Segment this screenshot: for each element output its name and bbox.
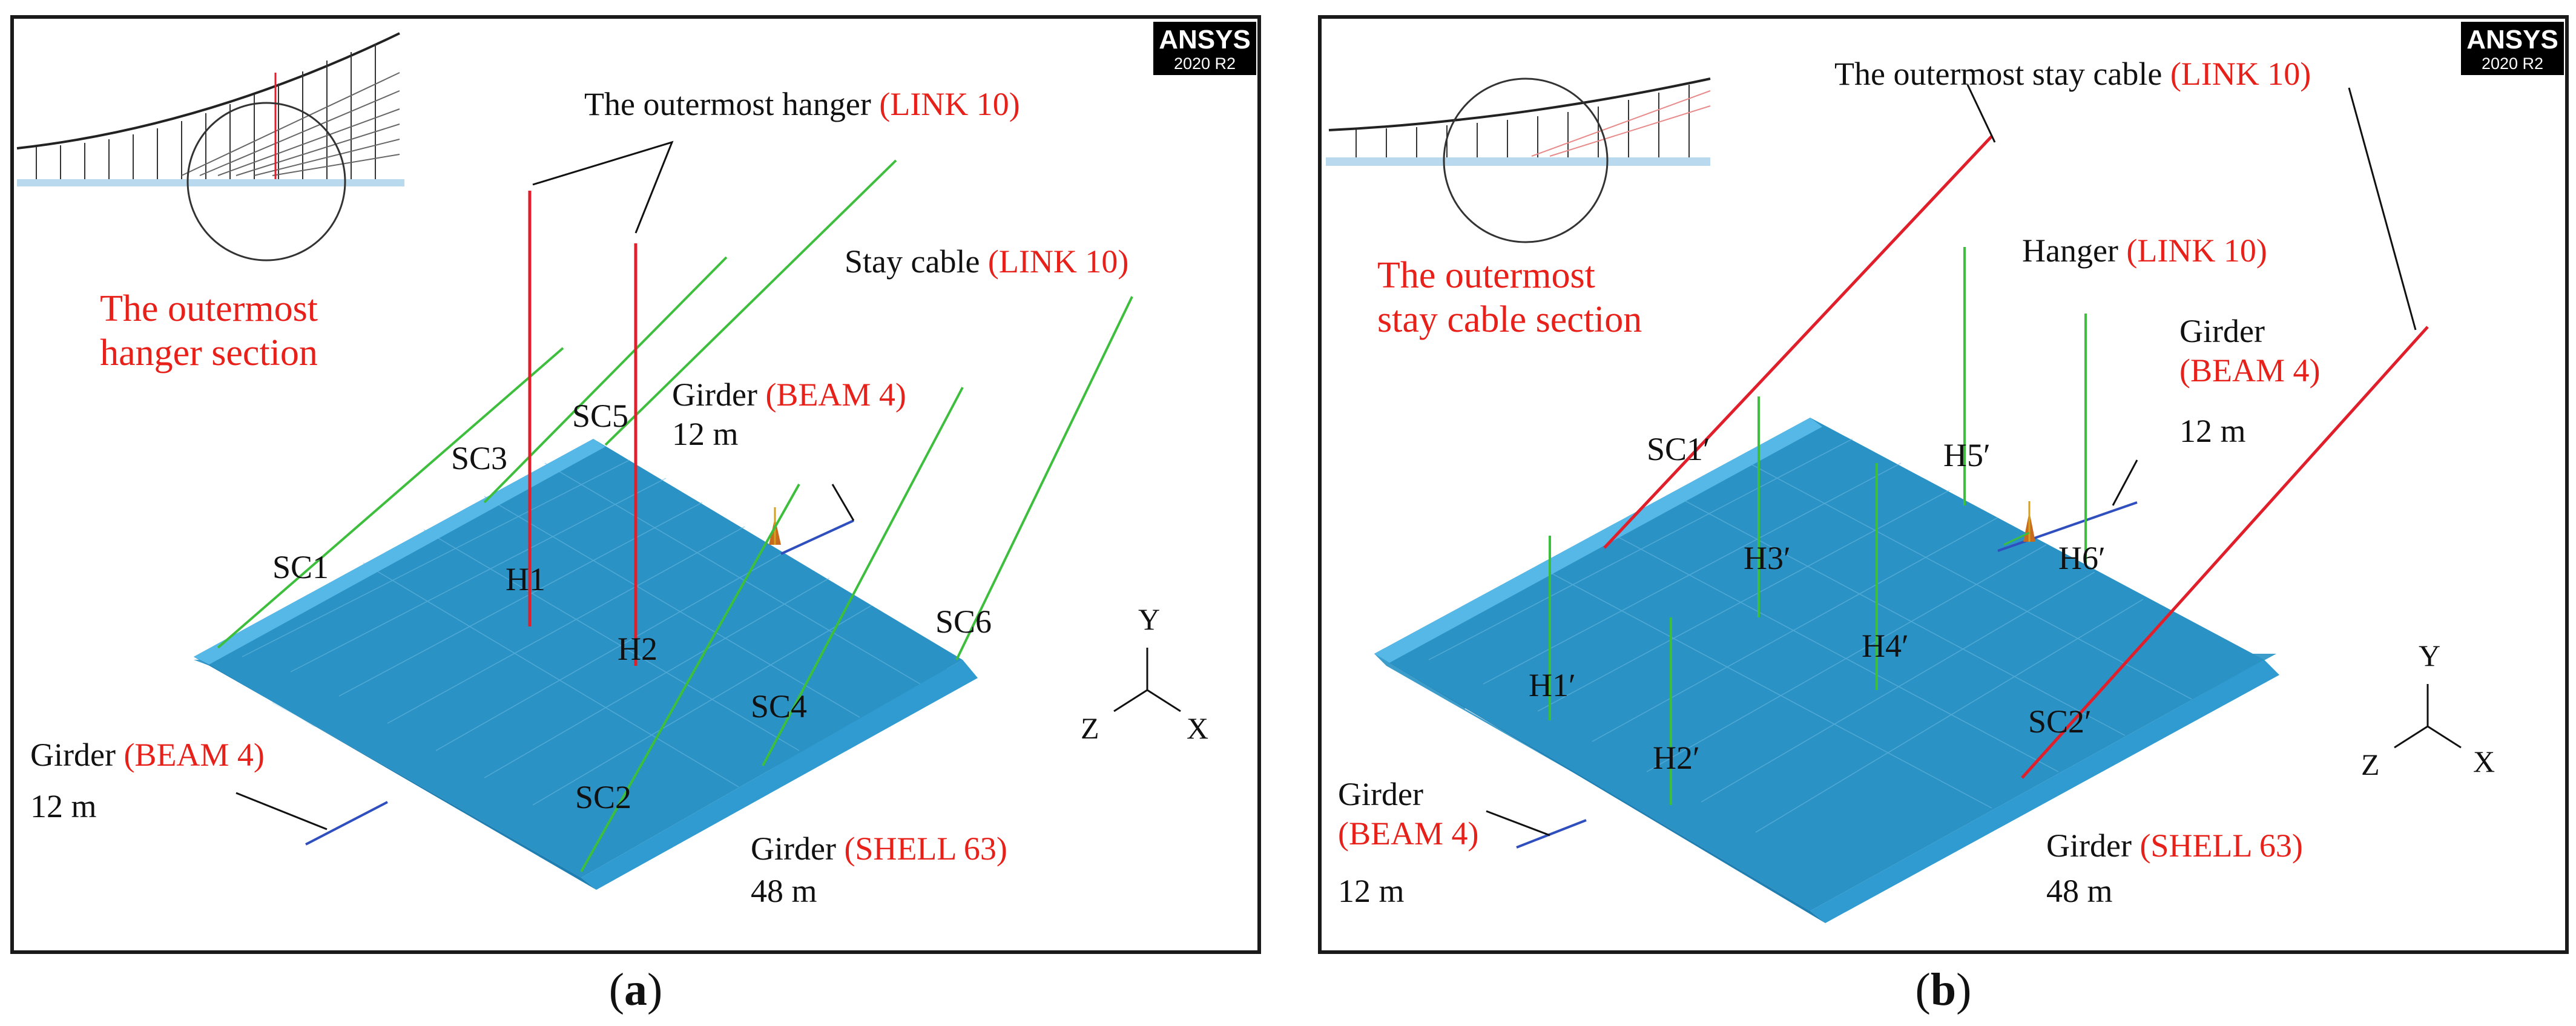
section-label-b-2: stay cable section bbox=[1377, 299, 1642, 340]
label-h2: H2 bbox=[618, 631, 657, 667]
hangers-b bbox=[1549, 247, 2087, 805]
callout-leaders-a bbox=[236, 140, 855, 830]
girder-top-callout-a: Girder (BEAM 4) bbox=[672, 377, 906, 413]
caption-a: (a) bbox=[609, 964, 663, 1015]
svg-text:Y: Y bbox=[2419, 639, 2440, 672]
deck-top-a bbox=[194, 439, 963, 878]
svg-text:Z: Z bbox=[1081, 711, 1099, 745]
stay-callout-a: Stay cable (LINK 10) bbox=[845, 243, 1128, 280]
beam4-top-b bbox=[1997, 501, 2138, 552]
bridge-inset-a bbox=[16, 32, 404, 261]
svg-text:Z: Z bbox=[2361, 748, 2380, 781]
svg-text:2020 R2: 2020 R2 bbox=[1174, 54, 1236, 73]
label-h5p: H5′ bbox=[1943, 437, 1991, 473]
stay-cables-a bbox=[217, 159, 1133, 872]
beam4-top-a bbox=[780, 519, 854, 555]
svg-text:Y: Y bbox=[1138, 602, 1160, 636]
label-h2p: H2′ bbox=[1653, 740, 1700, 776]
global-axes-a: Y Z X bbox=[1081, 602, 1208, 745]
caption-b: (b) bbox=[1916, 964, 1972, 1015]
svg-text:X: X bbox=[1187, 711, 1208, 745]
deck-edge-far-b bbox=[1374, 418, 1822, 663]
section-circle-b bbox=[1443, 77, 1609, 243]
label-h4p: H4′ bbox=[1862, 628, 1909, 664]
girder-shell-callout-b: Girder (SHELL 63) bbox=[2046, 827, 2303, 864]
hanger-callout-a: The outermost hanger (LINK 10) bbox=[584, 86, 1020, 122]
svg-text:X: X bbox=[2473, 745, 2495, 778]
label-sc2: SC2 bbox=[575, 779, 631, 815]
stay-callout-b: The outermost stay cable (LINK 10) bbox=[1834, 56, 2311, 92]
girder-top-length-a: 12 m bbox=[672, 416, 739, 452]
svg-text:ANSYS: ANSYS bbox=[2466, 25, 2558, 54]
girder-left-length-a: 12 m bbox=[30, 788, 97, 824]
label-h3p: H3′ bbox=[1744, 540, 1791, 576]
beam4-left-b bbox=[1516, 819, 1587, 849]
label-h1: H1 bbox=[506, 561, 545, 597]
label-sc3: SC3 bbox=[451, 440, 507, 476]
beam4-left-a bbox=[305, 801, 388, 846]
label-h6p: H6′ bbox=[2058, 540, 2106, 576]
label-sc1: SC1 bbox=[272, 549, 329, 585]
section-label-b-1: The outermost bbox=[1377, 255, 1595, 296]
deck-edge-near-a bbox=[581, 660, 978, 890]
label-sc4: SC4 bbox=[751, 688, 807, 725]
deck-edge-near-b bbox=[1810, 660, 2279, 923]
label-sc1p: SC1′ bbox=[1647, 431, 1710, 467]
stay-cables-b bbox=[1603, 135, 2429, 779]
label-sc2p: SC2′ bbox=[2028, 703, 2092, 740]
section-label-a-2: hanger section bbox=[100, 332, 318, 373]
ansys-logo-b: ANSYS 2020 R2 bbox=[2461, 22, 2564, 75]
girder-top-length-b: 12 m bbox=[2179, 413, 2246, 449]
label-sc5: SC5 bbox=[572, 398, 628, 434]
hangers-a bbox=[528, 191, 637, 666]
girder-left-callout-a: Girder (BEAM 4) bbox=[30, 737, 265, 773]
girder-shell-callout-a: Girder (SHELL 63) bbox=[751, 830, 1007, 867]
girder-left-length-b: 12 m bbox=[1338, 873, 1405, 909]
hanger-callout-b: Hanger (LINK 10) bbox=[2022, 232, 2267, 269]
girder-left-type-b: (BEAM 4) bbox=[1338, 815, 1478, 852]
section-label-a-1: The outermost bbox=[100, 288, 318, 329]
deck-edge-far-a bbox=[194, 439, 605, 665]
label-sc6: SC6 bbox=[935, 603, 992, 640]
node-triad-b bbox=[2003, 501, 2035, 546]
svg-text:ANSYS: ANSYS bbox=[1159, 25, 1251, 54]
girder-shell-length-b: 48 m bbox=[2046, 873, 2113, 909]
girder-top-callout-b: Girder bbox=[2179, 313, 2265, 349]
ansys-logo-a: ANSYS 2020 R2 bbox=[1153, 22, 1256, 75]
global-axes-b: Y Z X bbox=[2361, 639, 2495, 781]
callout-leaders-b bbox=[1486, 84, 2417, 837]
section-circle-a bbox=[186, 102, 346, 261]
label-h1p: H1′ bbox=[1529, 667, 1576, 703]
girder-shell-length-a: 48 m bbox=[751, 873, 817, 909]
girder-top-type-b: (BEAM 4) bbox=[2179, 352, 2320, 389]
girder-left-callout-b: Girder bbox=[1338, 776, 1423, 812]
svg-text:2020 R2: 2020 R2 bbox=[2482, 54, 2543, 73]
bridge-inset-b bbox=[1326, 77, 1711, 243]
